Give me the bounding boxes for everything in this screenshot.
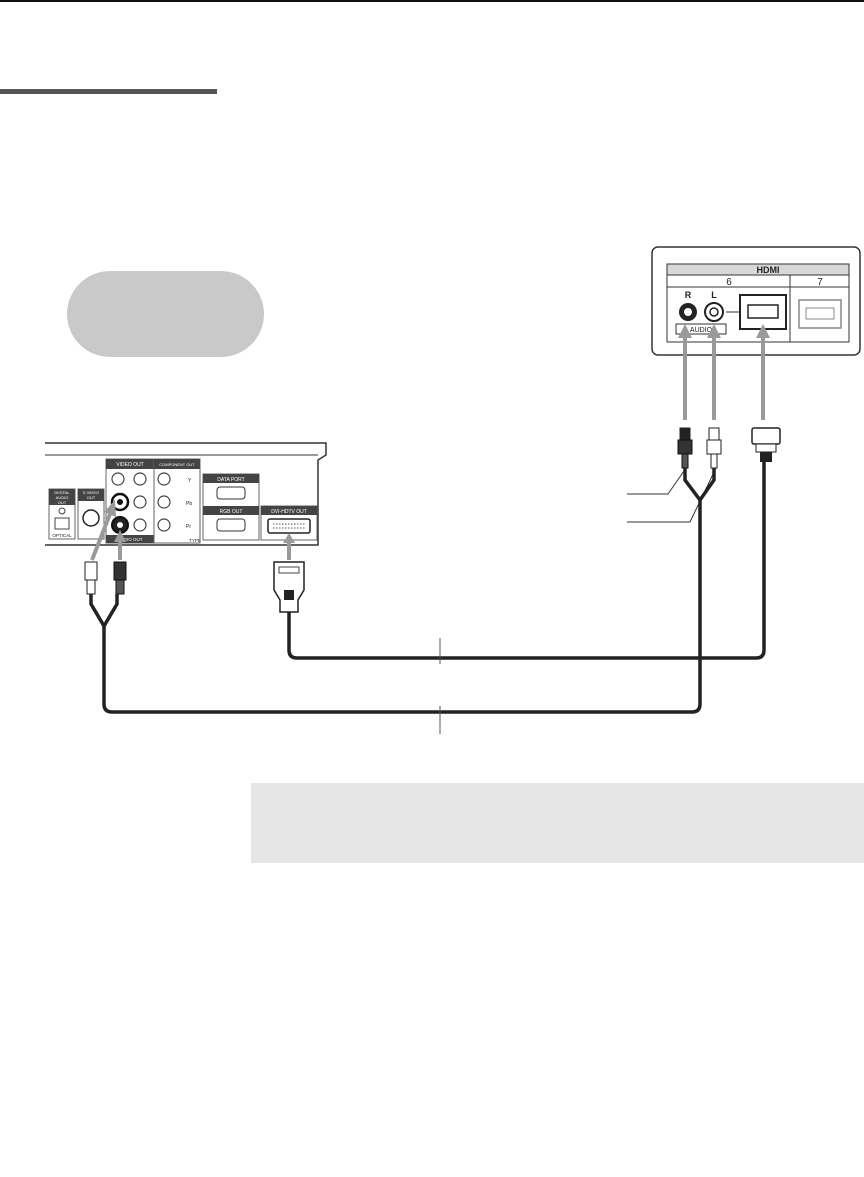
dvi-hdtv-out-label: DVI-HDTV OUT xyxy=(271,509,307,515)
data-port xyxy=(216,486,246,500)
s-video-out-label-1: S VIDEO xyxy=(83,490,99,495)
audio-out-label: AUDIO OUT xyxy=(117,537,142,542)
tv-hdmi-panel: HDMI 6 7 R L AUDIO xyxy=(651,246,861,356)
optical-label: OPTICAL xyxy=(52,533,72,538)
rgb-out-label: RGB OUT xyxy=(220,509,243,515)
rgb-out-port xyxy=(216,518,246,532)
callout-pill xyxy=(67,271,264,357)
player-end-plugs xyxy=(84,561,305,613)
dvi-hdtv-out-port xyxy=(267,518,311,534)
hdmi-port-7-label: 7 xyxy=(817,277,823,288)
player-arrows xyxy=(90,500,295,561)
audio-caption: AUDIO xyxy=(690,327,713,334)
top-rule xyxy=(0,0,864,2)
audio-r-label: R xyxy=(685,290,692,300)
tv-end-plugs xyxy=(677,427,781,469)
component-pr-label: Pr xyxy=(186,524,191,530)
component-pb-label: Pb xyxy=(186,501,192,507)
data-port-label: DATA PORT xyxy=(217,477,245,483)
section-heading-rule xyxy=(0,89,217,94)
hdmi-brand-label: HDMI xyxy=(757,265,780,275)
s-video-port xyxy=(82,509,100,527)
component-y-label: Y xyxy=(188,478,192,484)
optical-port xyxy=(54,517,70,530)
digital-audio-out-label-3: OUT xyxy=(58,500,67,505)
hdmi-port-6-label: 6 xyxy=(726,277,732,288)
video-out-label: VIDEO OUT xyxy=(116,462,144,468)
component-out-label: COMPONENT OUT xyxy=(159,462,195,467)
digital-audio-out-label-1: DIGITAL xyxy=(54,490,70,495)
note-box xyxy=(251,783,864,863)
player-rear-panel: DIGITAL AUDIO OUT OPTICAL S VIDEO OUT VI… xyxy=(45,442,327,546)
audio-l-label: L xyxy=(711,290,717,300)
type-label: TYPE xyxy=(189,538,201,543)
pointer-lines xyxy=(627,467,717,523)
cables xyxy=(89,462,766,714)
connection-arrows xyxy=(678,324,770,420)
digital-audio-out-label-2: AUDIO xyxy=(56,495,69,500)
s-video-out-label-2: OUT xyxy=(87,495,96,500)
